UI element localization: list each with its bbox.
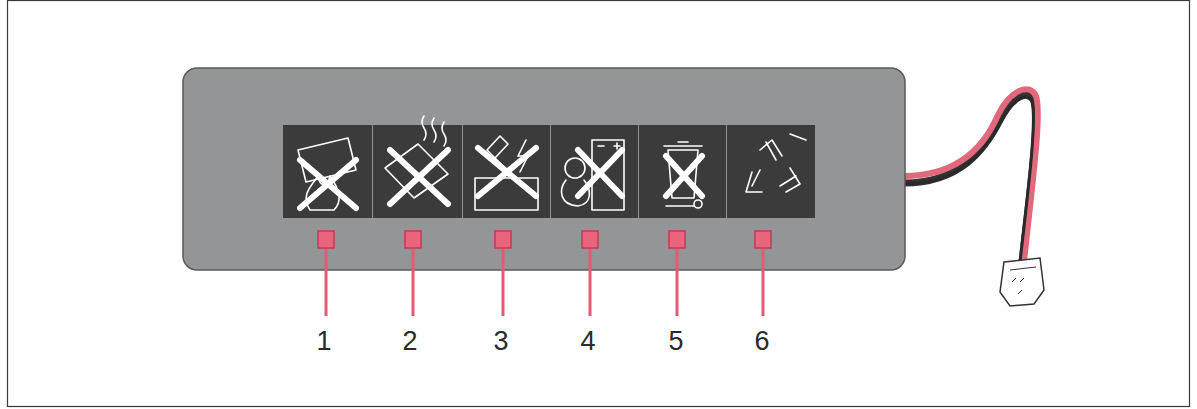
symbol-tiles [283,125,815,218]
callout-number: 2 [390,326,430,356]
callout-number: 6 [742,326,782,356]
callout-number: 5 [656,326,696,356]
battery-pack [183,68,905,270]
callout-number: 4 [568,326,608,356]
frame [8,1,1190,407]
leader-lines [318,231,771,316]
callout-number: 3 [481,326,521,356]
warning-symbols [298,116,806,210]
wire-with-connector [904,89,1044,306]
callout-number: 1 [304,326,344,356]
